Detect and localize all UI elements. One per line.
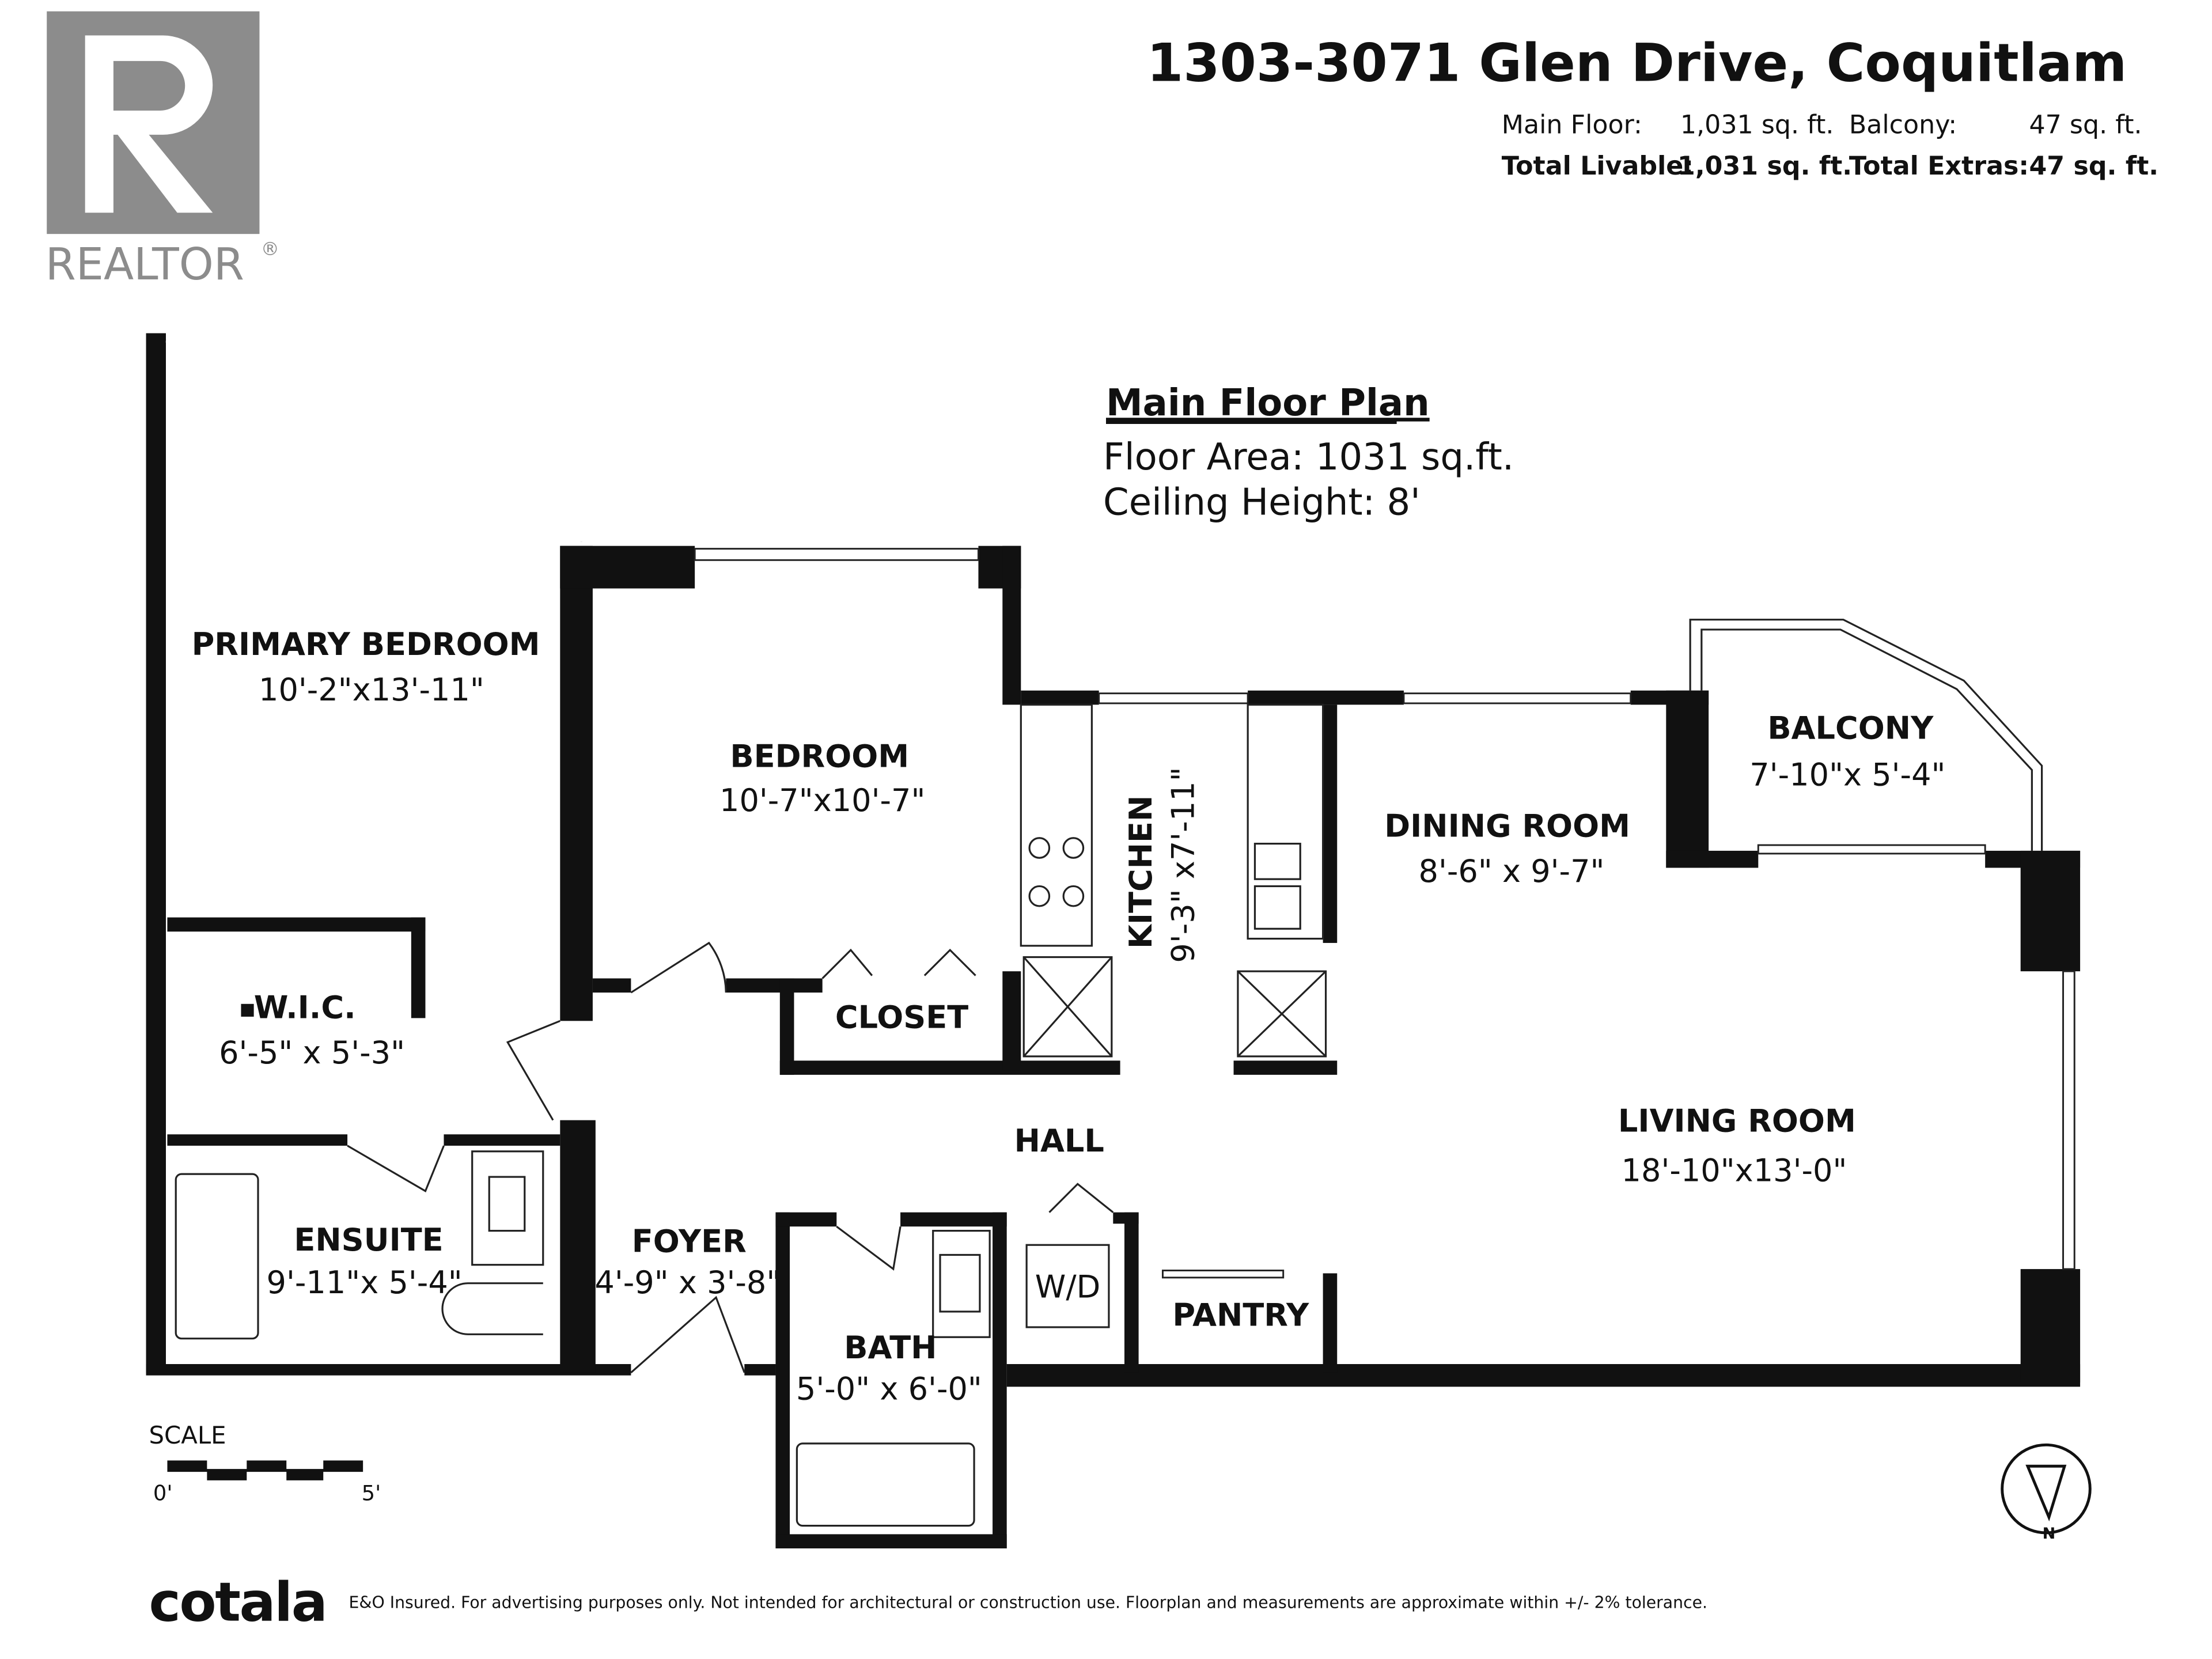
living-room-label: LIVING ROOM	[1618, 1103, 1856, 1139]
balcony-label: BALCONY	[1767, 710, 1934, 746]
north-arrow-icon: N	[2001, 1443, 2092, 1543]
total-livable-label: Total Livable:	[1502, 151, 1694, 181]
main-floor-value: 1,031 sq. ft.	[1680, 110, 1834, 139]
main-floor-label: Main Floor:	[1502, 110, 1642, 139]
wic-label: W.I.C.	[254, 989, 356, 1025]
ensuite-label: ENSUITE	[294, 1222, 443, 1258]
bedroom-label: BEDROOM	[730, 738, 909, 775]
total-extras-value: 47 sq. ft.	[2029, 151, 2158, 181]
plan-title: Main Floor Plan	[1106, 382, 1430, 425]
wic-dims: 6'-5" x 5'-3"	[219, 1035, 405, 1071]
living-room-dims: 18'-10"x13'-0"	[1622, 1152, 1847, 1188]
dining-room-label: DINING ROOM	[1384, 808, 1630, 844]
header: 1303-3071 Glen Drive, Coquitlam Main Flo…	[1147, 32, 2158, 180]
scale-bar: SCALE 0' 5'	[149, 1421, 381, 1505]
disclaimer-text: E&O Insured. For advertising purposes on…	[349, 1593, 1708, 1612]
kitchen-label: KITCHEN	[1123, 796, 1159, 949]
closet-label: CLOSET	[835, 999, 968, 1036]
bath-label: BATH	[844, 1330, 937, 1366]
cotala-logo: cotala	[149, 1571, 326, 1634]
balcony-dims: 7'-10"x 5'-4"	[1749, 757, 1945, 793]
address-title: 1303-3071 Glen Drive, Coquitlam	[1147, 32, 2127, 93]
balcony-label: Balcony:	[1849, 110, 1957, 139]
dining-room-dims: 8'-6" x 9'-7"	[1419, 853, 1605, 889]
total-extras-label: Total Extras:	[1849, 151, 2029, 181]
bath-dims: 5'-0" x 6'-0"	[796, 1371, 982, 1407]
balcony-value: 47 sq. ft.	[2029, 110, 2142, 139]
primary-bedroom-dims: 10'-2"x13'-11"	[259, 672, 484, 708]
foyer-label: FOYER	[632, 1224, 747, 1260]
wd-label: W/D	[1035, 1268, 1100, 1305]
svg-text:REALTOR: REALTOR	[46, 238, 244, 290]
room-labels: PRIMARY BEDROOM 10'-2"x13'-11" BEDROOM 1…	[192, 626, 1946, 1407]
svg-text:®: ®	[261, 238, 279, 260]
hall-label: HALL	[1014, 1123, 1104, 1159]
kitchen-dims: 9'-3" x7'-11"	[1165, 767, 1202, 963]
footer: cotala E&O Insured. For advertising purp…	[149, 1571, 1707, 1634]
walls	[146, 333, 2081, 1548]
floor-area: Floor Area: 1031 sq.ft.	[1103, 436, 1514, 479]
pantry-label: PANTRY	[1172, 1297, 1309, 1334]
realtor-logo: REALTOR ®	[46, 11, 279, 290]
foyer-dims: 4'-9" x 3'-8"	[594, 1264, 781, 1301]
ensuite-dims: 9'-11"x 5'-4"	[267, 1264, 463, 1301]
svg-text:SCALE: SCALE	[149, 1421, 226, 1449]
primary-bedroom-label: PRIMARY BEDROOM	[192, 626, 540, 662]
ceiling-height: Ceiling Height: 8'	[1103, 482, 1421, 524]
svg-text:0': 0'	[153, 1480, 173, 1505]
svg-text:N: N	[2043, 1525, 2056, 1543]
svg-text:5': 5'	[362, 1480, 381, 1505]
plan-info: Main Floor Plan Floor Area: 1031 sq.ft. …	[1103, 382, 1514, 524]
total-livable-value: 1,031 sq. ft.	[1677, 151, 1852, 181]
bedroom-dims: 10'-7"x10'-7"	[719, 782, 925, 819]
